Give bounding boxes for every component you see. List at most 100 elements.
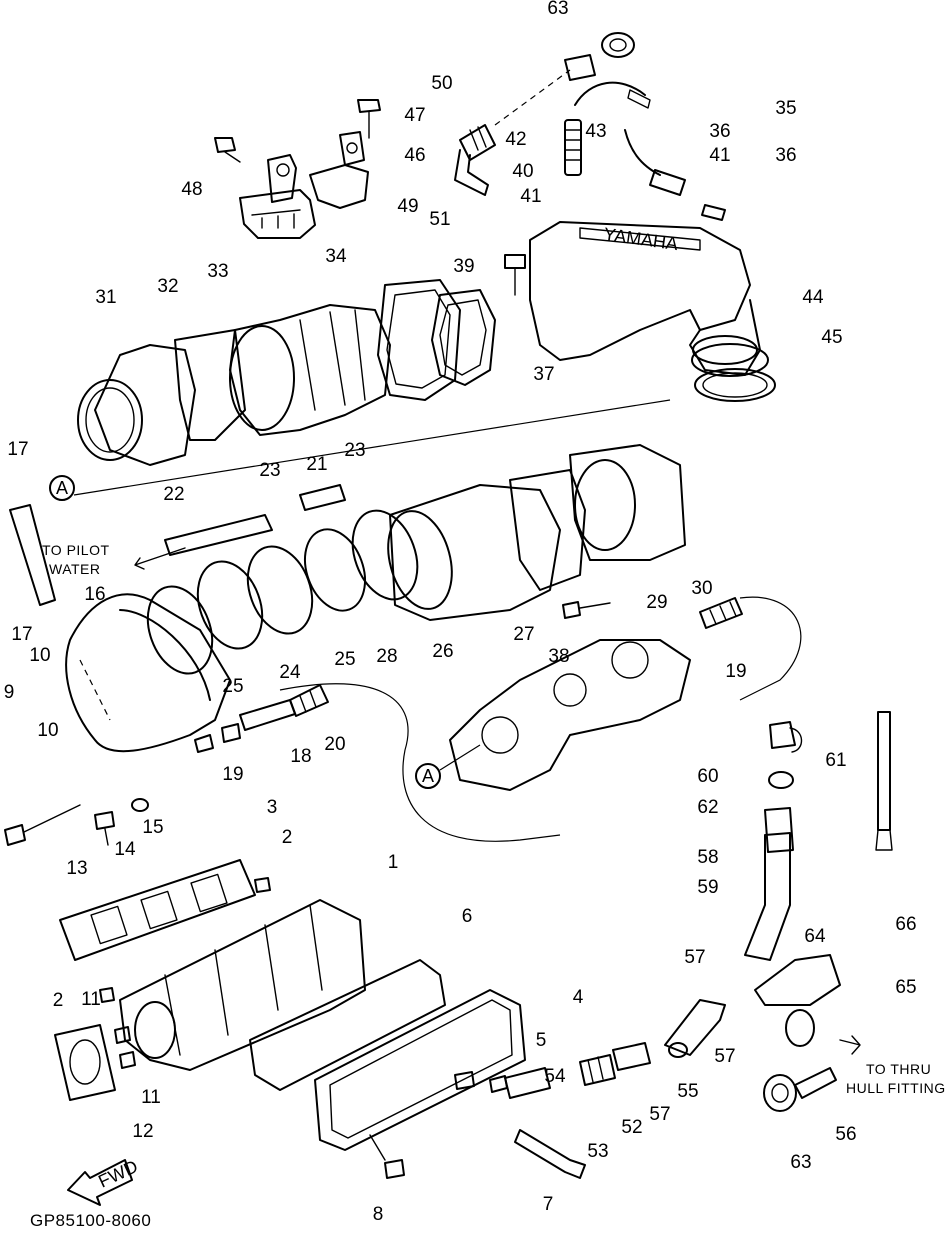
nipple-19 bbox=[221, 723, 241, 743]
callout-c8: 8 bbox=[373, 1204, 384, 1225]
callout-c45: 45 bbox=[821, 327, 842, 348]
exhaust-pipe-9 bbox=[65, 593, 231, 753]
gasket-30 bbox=[569, 444, 686, 561]
callout-c12: 12 bbox=[132, 1121, 153, 1142]
callout-c2b: 2 bbox=[53, 990, 64, 1011]
hose-path-50 bbox=[494, 69, 571, 126]
note-thru-hull-line2: HULL FITTING bbox=[846, 1080, 946, 1096]
leader-a-top bbox=[73, 399, 671, 496]
callout-c25b: 25 bbox=[334, 649, 355, 670]
leader-a-bottom bbox=[439, 744, 481, 771]
pins-2-11 bbox=[99, 877, 271, 1069]
bracket-48 bbox=[239, 154, 316, 239]
fitting-10 bbox=[194, 734, 214, 753]
callout-c54: 54 bbox=[544, 1066, 566, 1087]
fitting-21 bbox=[299, 484, 346, 511]
check-valve-55 bbox=[664, 999, 726, 1058]
hose-43 bbox=[574, 81, 661, 176]
clamp-44 bbox=[691, 343, 769, 377]
callout-c24: 24 bbox=[279, 662, 301, 683]
callout-c36a: 36 bbox=[709, 121, 730, 142]
fitting-36 bbox=[649, 169, 726, 221]
callout-c57a: 57 bbox=[684, 947, 705, 968]
thru-hull-65 bbox=[785, 1009, 815, 1047]
callout-c52: 52 bbox=[621, 1117, 642, 1138]
callout-c14: 14 bbox=[114, 839, 136, 860]
callout-c11a: 11 bbox=[81, 989, 101, 1010]
ref-mark-a-bottom-label: A bbox=[422, 766, 434, 786]
callout-c60: 60 bbox=[697, 766, 718, 787]
callout-c4: 4 bbox=[573, 987, 584, 1008]
callout-c63a: 63 bbox=[547, 0, 568, 19]
fitting-58 bbox=[764, 807, 794, 853]
direction-arrow bbox=[839, 1035, 861, 1055]
callout-c20: 20 bbox=[324, 734, 345, 755]
callout-c2a: 2 bbox=[282, 827, 293, 848]
hose-27 bbox=[509, 469, 586, 591]
hose-routing-lead bbox=[279, 683, 561, 842]
bolt-13 bbox=[4, 804, 81, 846]
elbow-31 bbox=[77, 344, 196, 466]
tube-22 bbox=[164, 514, 273, 556]
callout-c41b: 41 bbox=[709, 145, 730, 166]
callout-c40: 40 bbox=[512, 161, 533, 182]
bolt-39 bbox=[504, 254, 526, 296]
callout-c9: 9 bbox=[4, 682, 15, 703]
callout-c25a: 25 bbox=[222, 676, 243, 697]
muffler-33 bbox=[229, 304, 391, 436]
bolt-38 bbox=[562, 601, 611, 619]
callout-c58: 58 bbox=[697, 847, 718, 868]
callout-c48: 48 bbox=[181, 179, 202, 200]
callout-c41a: 41 bbox=[520, 186, 541, 207]
callout-c15: 15 bbox=[142, 817, 163, 838]
callout-c47: 47 bbox=[404, 105, 425, 126]
bolt-47 bbox=[357, 99, 381, 139]
callout-c59: 59 bbox=[697, 877, 718, 898]
callout-c36b: 36 bbox=[775, 145, 796, 166]
washer-15 bbox=[131, 798, 149, 812]
gasket-6 bbox=[249, 959, 446, 1091]
engine-block bbox=[449, 639, 691, 791]
callout-c62: 62 bbox=[697, 797, 718, 818]
callout-c31: 31 bbox=[95, 287, 116, 308]
callout-c10a: 10 bbox=[29, 645, 50, 666]
callout-c18: 18 bbox=[290, 746, 311, 767]
callout-c65: 65 bbox=[895, 977, 916, 998]
callout-c53: 53 bbox=[587, 1141, 608, 1162]
callout-c56: 56 bbox=[835, 1124, 856, 1145]
callout-c34: 34 bbox=[325, 246, 347, 267]
callout-layer: 1223456789101011111213141516171718191920… bbox=[4, 0, 917, 1225]
cap-60 bbox=[769, 721, 803, 753]
pilot-water-arrow bbox=[134, 547, 186, 570]
callout-c57b: 57 bbox=[714, 1046, 735, 1067]
callout-c27: 27 bbox=[513, 624, 534, 645]
hose-64 bbox=[754, 954, 841, 1006]
callout-c57c: 57 bbox=[649, 1104, 670, 1125]
callout-c17b: 17 bbox=[11, 624, 32, 645]
callout-c61: 61 bbox=[825, 750, 846, 771]
callout-c46: 46 bbox=[404, 145, 425, 166]
callout-c35: 35 bbox=[775, 98, 796, 119]
bolt-48 bbox=[214, 137, 241, 163]
hose-16 bbox=[9, 504, 56, 606]
fwd-arrow bbox=[67, 1159, 133, 1206]
brand-logo: YAMAHA bbox=[602, 224, 679, 254]
hose-42 bbox=[564, 54, 596, 176]
callout-c51: 51 bbox=[429, 209, 450, 230]
bolt-8 bbox=[369, 1134, 405, 1179]
pipe-61 bbox=[875, 711, 893, 851]
washer-62 bbox=[768, 771, 794, 789]
callout-c29: 29 bbox=[646, 592, 667, 613]
hose-19-right bbox=[699, 597, 743, 629]
callout-c39: 39 bbox=[453, 256, 474, 277]
callout-c43: 43 bbox=[585, 121, 606, 142]
callout-c16: 16 bbox=[84, 584, 105, 605]
hose-59 bbox=[744, 832, 791, 961]
callout-c6: 6 bbox=[462, 906, 473, 927]
callout-c19b: 19 bbox=[725, 661, 746, 682]
hose-routing-lead-2 bbox=[739, 596, 802, 701]
cover-4 bbox=[314, 989, 526, 1151]
callout-c38: 38 bbox=[548, 646, 569, 667]
